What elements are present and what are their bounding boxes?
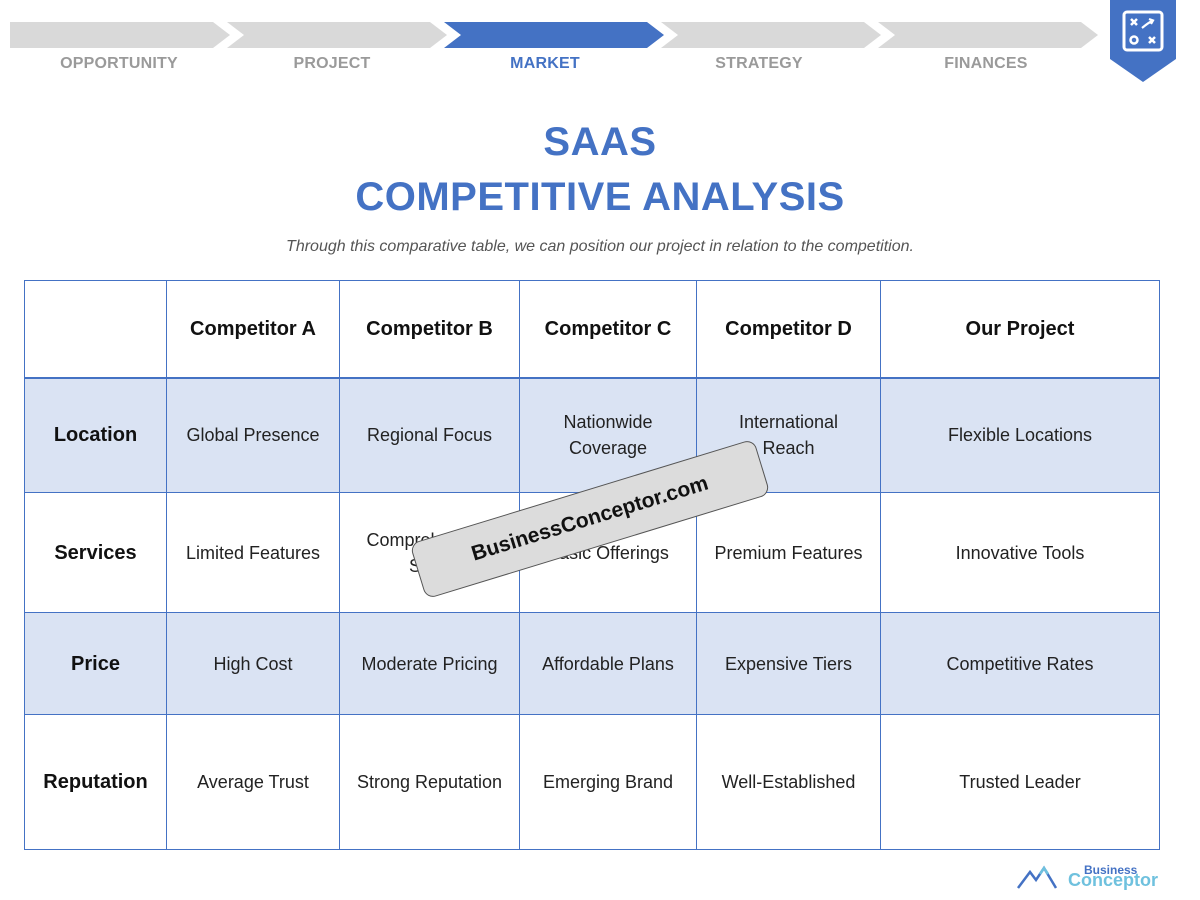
table-cell: Global Presence — [166, 377, 340, 493]
row-header-price: Price — [24, 612, 167, 715]
table-cell: Moderate Pricing — [339, 612, 520, 715]
table-cell: Regional Focus — [339, 377, 520, 493]
row-header-location: Location — [24, 377, 167, 493]
progress-nav — [10, 22, 1100, 48]
table-cell: Trusted Leader — [880, 714, 1160, 850]
step-label-market[interactable]: MARKET — [510, 55, 580, 72]
table-cell: Premium Features — [696, 492, 881, 613]
page-subtitle: Through this comparative table, we can p… — [286, 238, 914, 255]
logo-text-conceptor: Conceptor — [1068, 870, 1158, 890]
table-cell: Flexible Locations — [880, 377, 1160, 493]
row-header-services: Services — [24, 492, 167, 613]
row-header-reputation: Reputation — [24, 714, 167, 850]
comparison-table: Competitor A Competitor B Competitor C C… — [24, 280, 1160, 850]
table-row: Price High Cost Moderate Pricing Afforda… — [24, 612, 1160, 715]
step-arrow-opportunity[interactable] — [10, 22, 230, 48]
step-arrow-market[interactable] — [444, 22, 664, 48]
table-header-row: Competitor A Competitor B Competitor C C… — [24, 280, 1160, 379]
header-competitor-a: Competitor A — [166, 280, 340, 379]
table-row: Reputation Average Trust Strong Reputati… — [24, 714, 1160, 850]
step-label-strategy[interactable]: STRATEGY — [715, 55, 803, 72]
strategy-board-icon — [1122, 10, 1164, 52]
table-cell: Innovative Tools — [880, 492, 1160, 613]
header-competitor-c: Competitor C — [519, 280, 697, 379]
table-cell: Expensive Tiers — [696, 612, 881, 715]
mountain-logo-icon — [1017, 865, 1058, 889]
table-cell: Average Trust — [166, 714, 340, 850]
table-cell: High Cost — [166, 612, 340, 715]
step-label-finances[interactable]: FINANCES — [944, 55, 1028, 72]
header-empty-cell — [24, 280, 167, 379]
table-cell: Well-Established — [696, 714, 881, 850]
step-arrow-strategy[interactable] — [661, 22, 881, 48]
step-arrow-finances[interactable] — [878, 22, 1098, 48]
step-arrow-project[interactable] — [227, 22, 447, 48]
header-competitor-b: Competitor B — [339, 280, 520, 379]
table-cell: Competitive Rates — [880, 612, 1160, 715]
header-our-project: Our Project — [880, 280, 1160, 379]
table-cell: Limited Features — [166, 492, 340, 613]
table-cell: Strong Reputation — [339, 714, 520, 850]
logo-text-business: Business — [1084, 863, 1138, 877]
table-cell: Emerging Brand — [519, 714, 697, 850]
header-competitor-d: Competitor D — [696, 280, 881, 379]
step-label-opportunity[interactable]: OPPORTUNITY — [60, 55, 178, 72]
table-row: Location Global Presence Regional Focus … — [24, 377, 1160, 493]
table-cell: Affordable Plans — [519, 612, 697, 715]
page-title-line2: COMPETITIVE ANALYSIS — [355, 175, 845, 219]
page-title-line1: SAAS — [543, 120, 657, 164]
step-label-project[interactable]: PROJECT — [293, 55, 371, 72]
